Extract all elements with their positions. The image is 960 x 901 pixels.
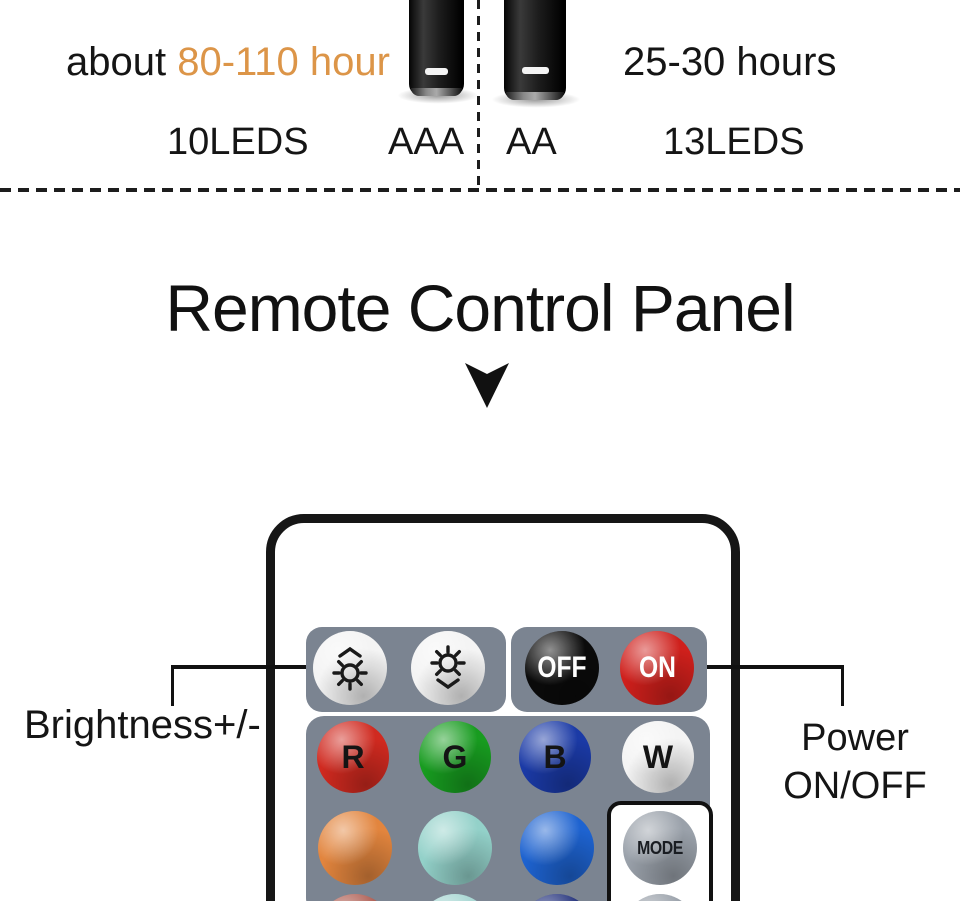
partial-button[interactable] — [318, 894, 392, 901]
blue-color-button[interactable]: B — [519, 721, 591, 793]
brightness-up-button[interactable] — [313, 631, 387, 705]
right-runtime-text: 25-30 hours — [623, 40, 837, 84]
left-runtime-text: about 80-110 hour — [66, 40, 390, 85]
green-color-button[interactable]: G — [419, 721, 491, 793]
aa-battery-image — [504, 0, 566, 100]
brightness-pointer-line — [171, 665, 311, 669]
white-button-label: W — [642, 738, 674, 775]
partial-button[interactable] — [418, 894, 492, 901]
power-callout-line1: Power — [801, 717, 909, 759]
brightness-pointer-line — [171, 665, 174, 706]
mode-button-label: MODE — [637, 837, 683, 858]
white-color-button[interactable]: W — [622, 721, 694, 793]
aaa-battery-label: AAA — [388, 121, 465, 163]
sun-brightness-down-icon — [430, 645, 466, 690]
brightness-down-button[interactable] — [411, 631, 485, 705]
on-button-label: ON — [638, 651, 676, 684]
power-pointer-line — [841, 665, 844, 706]
aa-battery-label: AA — [506, 121, 557, 163]
sun-brightness-up-icon — [332, 646, 368, 691]
partial-button[interactable] — [623, 894, 697, 901]
brightness-callout-label: Brightness+/- — [24, 703, 261, 747]
partial-button[interactable] — [520, 894, 594, 901]
off-button-label: OFF — [537, 651, 587, 684]
vertical-dashed-divider — [477, 0, 480, 191]
power-pointer-line — [700, 665, 844, 669]
horizontal-dashed-divider — [0, 188, 960, 192]
red-color-button[interactable]: R — [317, 721, 389, 793]
section-title: Remote Control Panel — [165, 271, 795, 345]
teal-color-button[interactable] — [418, 811, 492, 885]
battery-bottom-rim — [411, 88, 462, 96]
down-arrow-icon — [465, 363, 509, 408]
red-button-label: R — [341, 738, 365, 775]
battery-bottom-rim — [506, 92, 564, 100]
medium-blue-color-button[interactable] — [520, 811, 594, 885]
left-leds-label: 10LEDS — [167, 121, 309, 163]
orange-color-button[interactable] — [318, 811, 392, 885]
blue-button-label: B — [543, 738, 567, 775]
runtime-highlight: 80-110 hour — [177, 40, 390, 84]
right-leds-label: 13LEDS — [663, 121, 805, 163]
mode-button[interactable]: MODE — [623, 811, 697, 885]
power-callout-line2: ON/OFF — [783, 765, 927, 807]
aaa-battery-image — [409, 0, 464, 96]
power-callout-label: Power ON/OFF — [770, 714, 940, 810]
battery-minus-mark — [425, 68, 448, 75]
on-button[interactable]: ON — [620, 631, 694, 705]
off-button[interactable]: OFF — [525, 631, 599, 705]
runtime-prefix: about — [66, 40, 178, 84]
battery-minus-mark — [522, 67, 549, 74]
green-button-label: G — [442, 738, 468, 775]
